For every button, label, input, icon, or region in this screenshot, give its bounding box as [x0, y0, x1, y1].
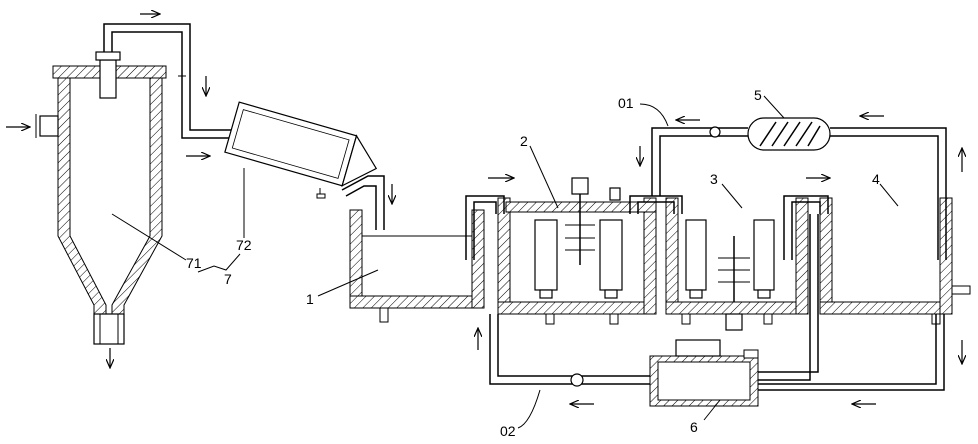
label-3: 3 [710, 171, 718, 187]
cyclone-outlet-pipe [103, 23, 238, 139]
ball-valve-icon [709, 126, 721, 138]
leader-lines [111, 95, 899, 429]
flow-arrows [6, 14, 962, 404]
recirculation-loop-02 [489, 214, 945, 407]
tank-1 [349, 209, 485, 323]
recirculation-loop-01 [651, 117, 947, 260]
tank-2 [497, 177, 657, 325]
tank-4 [819, 197, 971, 325]
bag-filter [224, 101, 378, 199]
motor-icon [725, 313, 743, 331]
label-72: 72 [236, 237, 252, 253]
label-1: 1 [306, 291, 314, 307]
motor-icon [571, 177, 589, 195]
ball-valve-icon [570, 373, 584, 387]
label-2: 2 [520, 133, 528, 149]
label-7: 7 [224, 271, 232, 287]
cyclone-separator [35, 51, 167, 345]
transfer-pipes [465, 195, 829, 260]
tank-3 [665, 197, 809, 331]
filter-to-tank-pipe [341, 175, 385, 230]
label-6: 6 [690, 419, 698, 435]
label-02: 02 [500, 423, 516, 439]
label-01: 01 [618, 95, 634, 111]
label-5: 5 [754, 87, 762, 103]
part-labels: 71 72 7 1 2 3 4 5 6 01 02 [186, 87, 880, 439]
label-4: 4 [872, 171, 880, 187]
label-71: 71 [186, 255, 202, 271]
